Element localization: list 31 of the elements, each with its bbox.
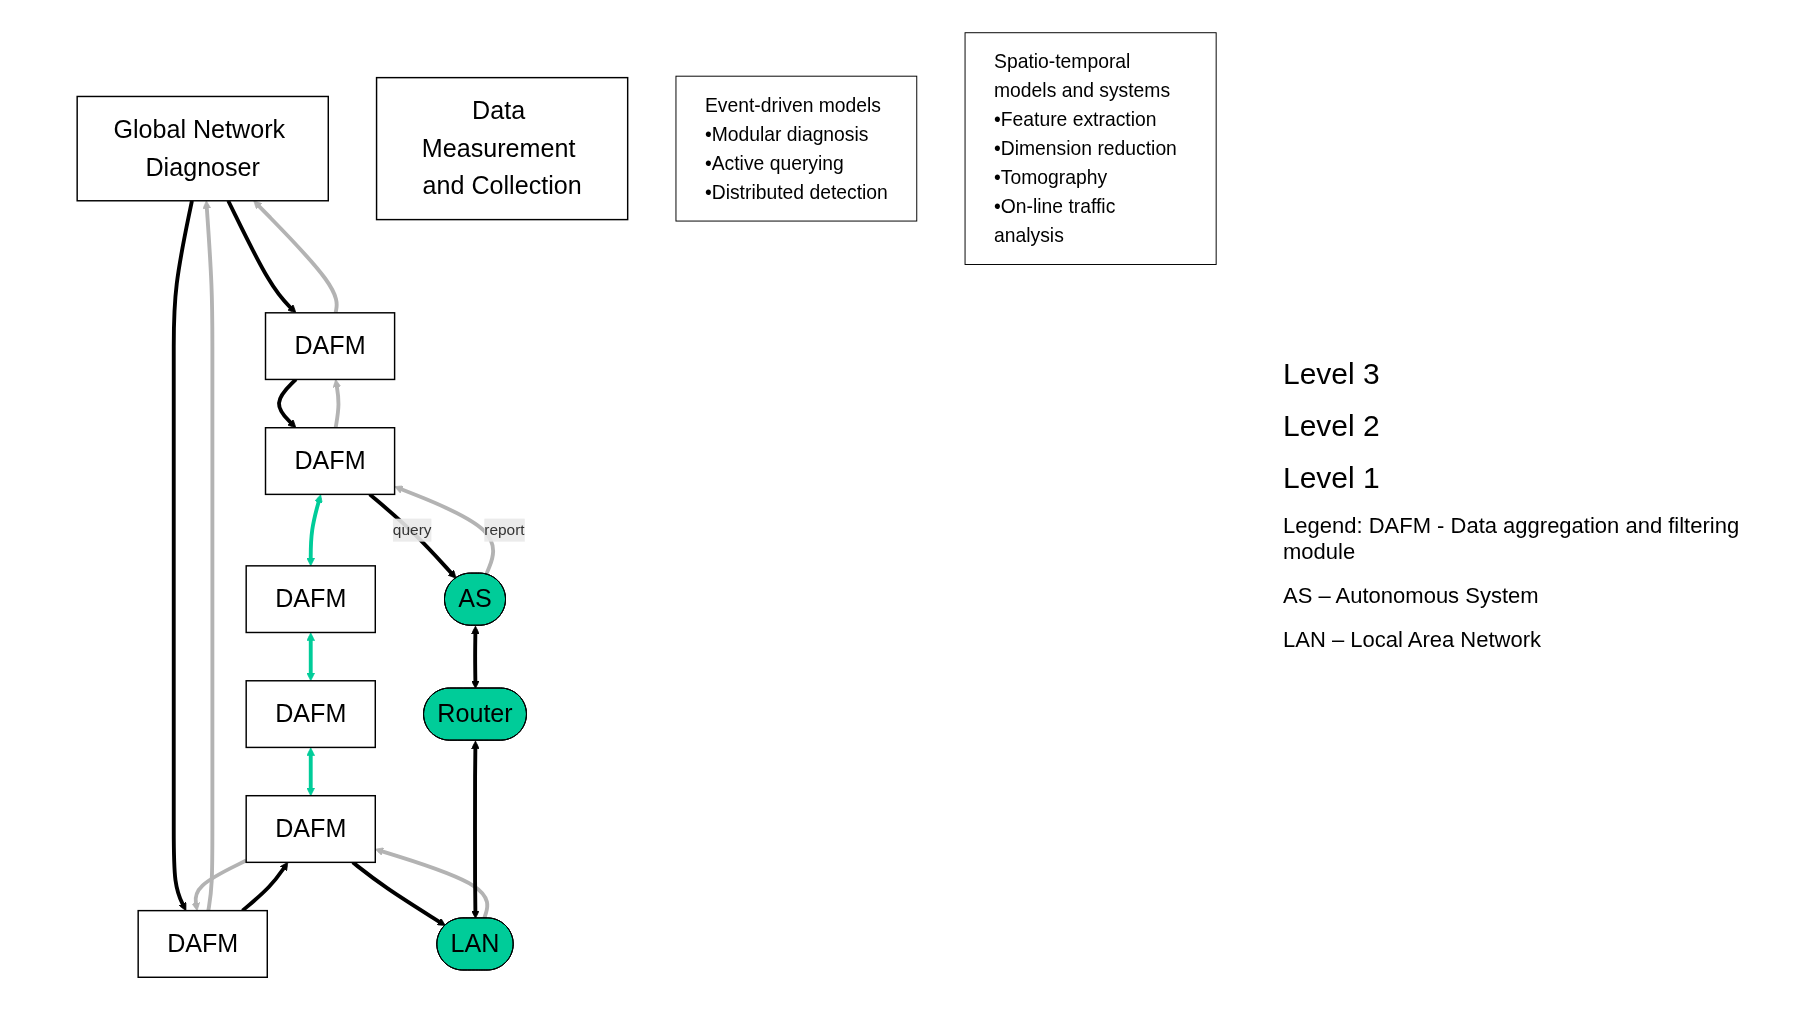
legend-text: Legend: DAFM - Data aggregation and filtering module: [1283, 513, 1741, 565]
node-box: DAFM: [245, 565, 376, 634]
edge-label: query: [392, 521, 432, 538]
node-box: DAFM: [245, 680, 376, 749]
node-box: DAFM: [264, 427, 396, 496]
edge-label: report: [484, 521, 525, 538]
arrow: [226, 199, 297, 314]
legend-text: LAN – Local Area Network: [1283, 627, 1543, 653]
arrow: [202, 200, 215, 911]
level-label: Level 3: [1283, 357, 1381, 391]
level-label: Level 1: [1283, 461, 1381, 495]
node-box: Event-driven models •Modular diagnosis •Active querying •Distributed detection: [675, 75, 918, 222]
arrow: [394, 485, 495, 576]
arrow: [171, 200, 194, 911]
arrow: [306, 494, 323, 567]
arrow: [191, 858, 247, 911]
node-box: DAFM: [245, 794, 376, 864]
arrow: [306, 747, 315, 797]
arrow: [306, 632, 315, 682]
node-box: DAFM: [137, 909, 268, 978]
node-box: DAFM: [264, 312, 396, 381]
arrow: [276, 378, 298, 429]
arrow: [332, 379, 341, 429]
level-label: Level 2: [1283, 409, 1381, 443]
node-box: Global Network Diagnoser: [76, 95, 329, 202]
legend-text: AS – Autonomous System: [1283, 583, 1540, 609]
arrow: [470, 740, 480, 919]
node-box: Spatio-temporal models and systems •Feature extraction •Dimension reduction •Tomography •On-line traffic analysis: [964, 32, 1217, 265]
arrow: [470, 625, 480, 689]
node-box: Data Measurement and Collection: [375, 76, 629, 221]
arrow: [253, 200, 339, 314]
